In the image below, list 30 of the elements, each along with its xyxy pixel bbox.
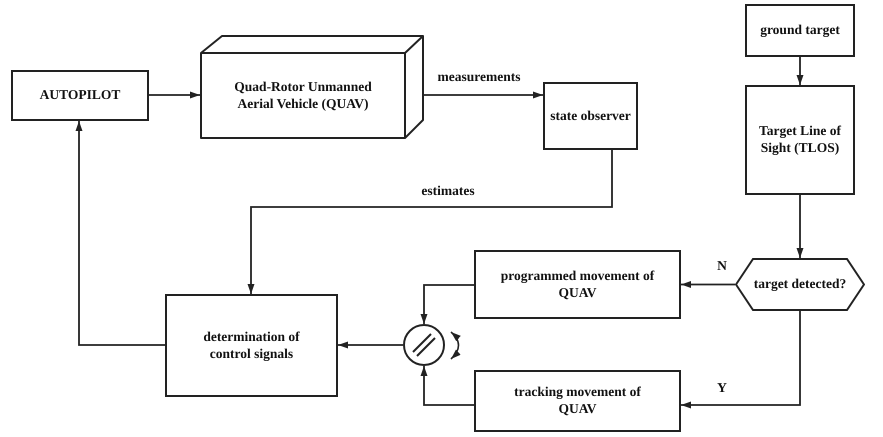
arrow: [149, 92, 200, 98]
arrow: [796, 57, 804, 85]
process-box: [543, 82, 638, 150]
arrow: [248, 150, 613, 294]
arrow: [76, 121, 165, 346]
arrow: [420, 366, 474, 406]
node-label: target detected?: [752, 276, 848, 293]
node-label: AUTOPILOT: [38, 87, 122, 104]
arrow: [420, 284, 474, 324]
process-box: [745, 4, 855, 57]
node-label: tracking movement of QUAV: [513, 384, 642, 418]
arrow: [796, 195, 804, 258]
node-label: programmed movement of QUAV: [500, 268, 656, 302]
process-box: [474, 250, 681, 319]
node-label: Quad-Rotor Unmanned Aerial Vehicle (QUAV): [233, 79, 373, 113]
node-label: ground target: [759, 22, 841, 39]
node-label: Target Line of Sight (TLOS): [758, 123, 842, 157]
process-box: [745, 85, 855, 195]
arrow: [424, 92, 543, 98]
process-box: [474, 370, 681, 432]
node-label: determination of control signals: [202, 328, 301, 362]
decision-hexagon: [735, 258, 865, 311]
process-box: [11, 70, 149, 121]
arrow: [681, 281, 735, 288]
arrow: [338, 342, 403, 348]
process-box: [165, 294, 338, 397]
vehicle-block: [200, 35, 424, 139]
arrow: [681, 311, 801, 408]
switch-symbol: [403, 324, 445, 366]
node-label: state observer: [549, 108, 632, 124]
